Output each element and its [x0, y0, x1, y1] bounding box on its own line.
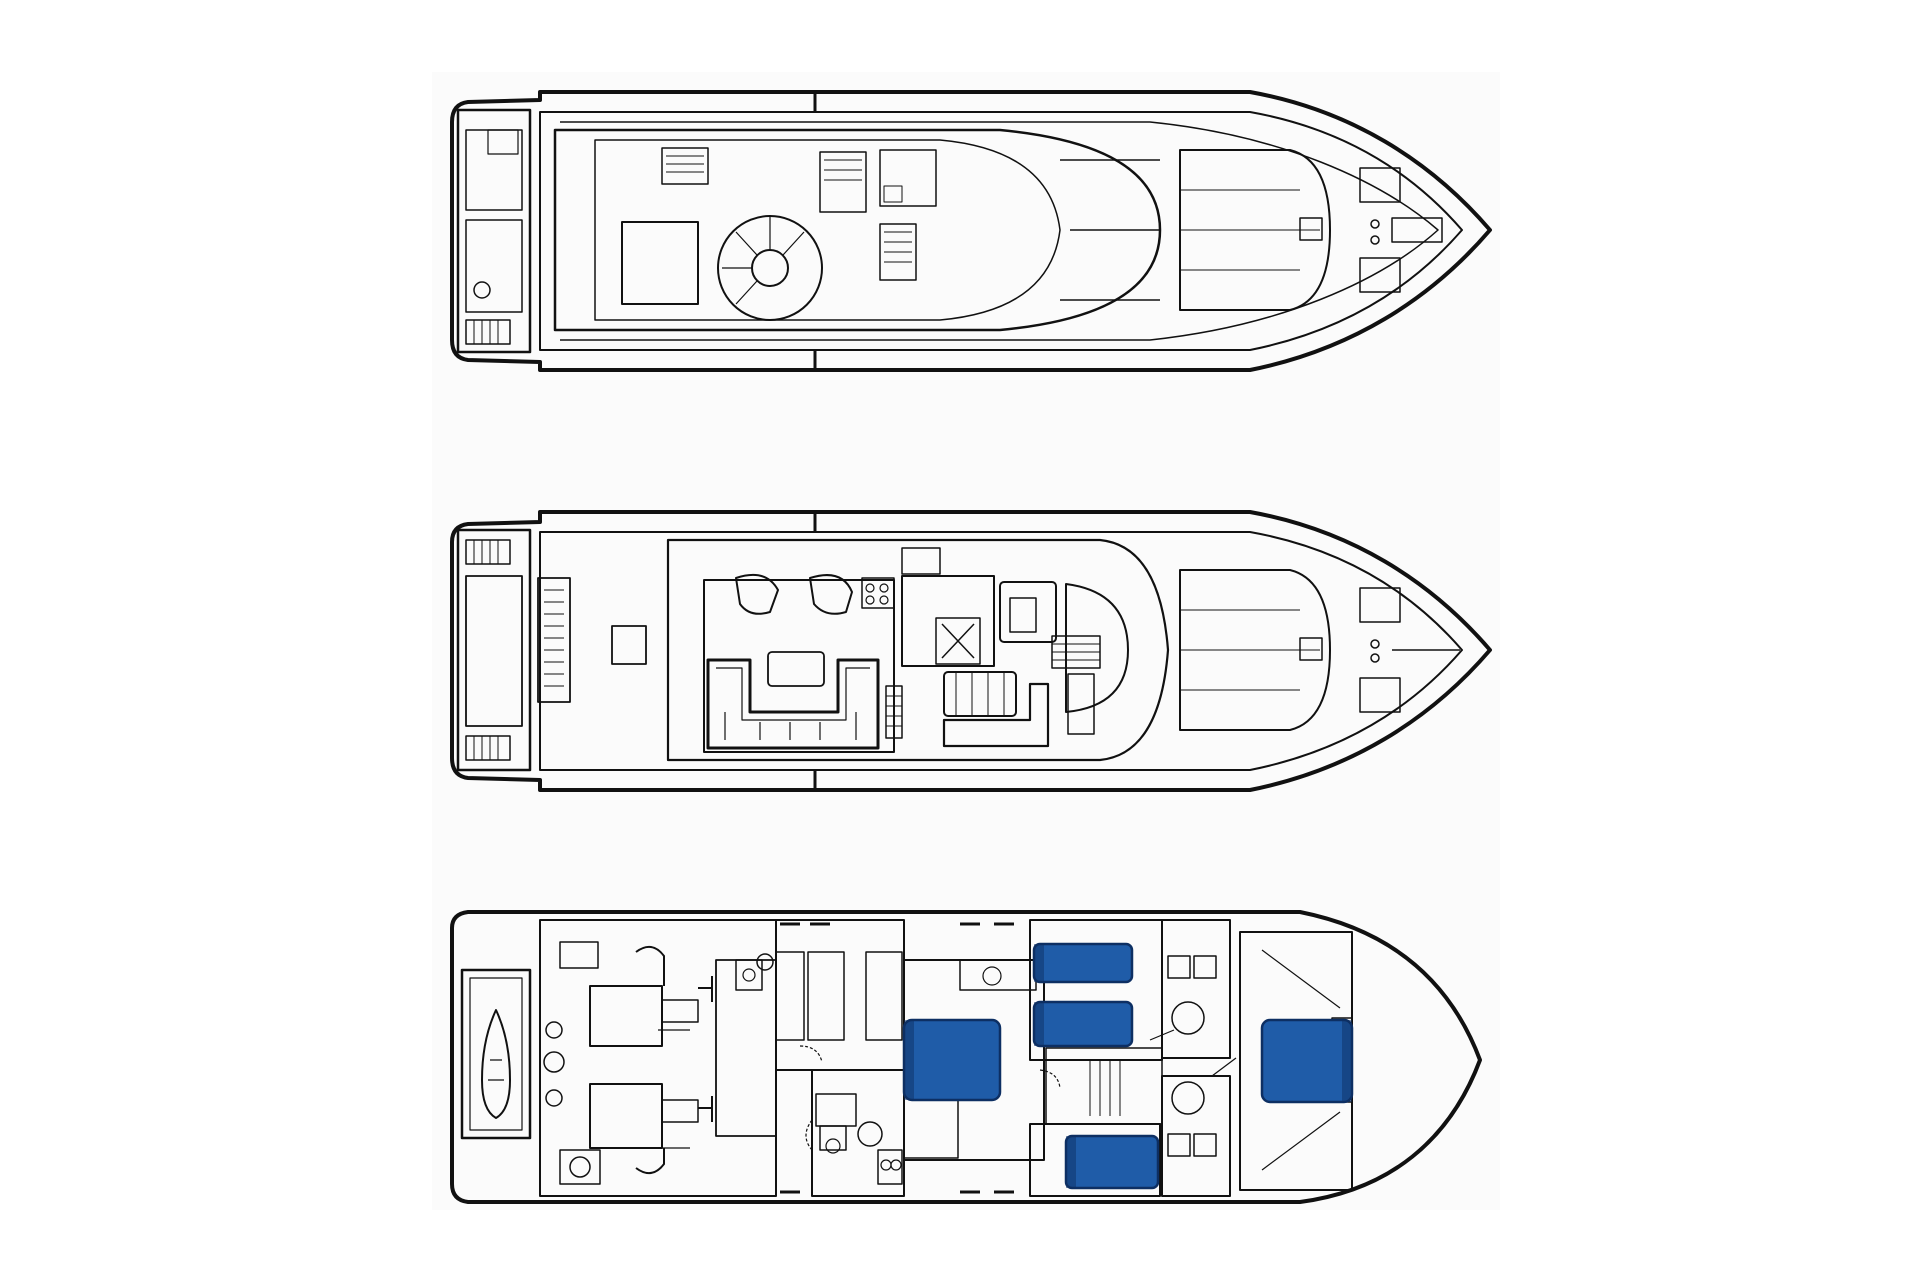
main-deck-u-sofa [706, 658, 880, 750]
main-deck-galley [901, 575, 995, 667]
flybridge-deck-edge [539, 111, 1463, 351]
main-deck-galley-counter [901, 547, 941, 575]
lower-deck-jetski [481, 1009, 511, 1119]
main-deck-side-cabinet [1067, 673, 1095, 735]
flybridge-bow-locker-stbd [1359, 257, 1401, 293]
main-deck-lower-helm-seat [942, 682, 1050, 748]
main-deck-armchair-stbd [809, 574, 853, 615]
main-deck-swim-platform [456, 528, 532, 772]
main-deck-deck-edge [539, 531, 1463, 771]
flybridge-stern-steps [465, 319, 511, 345]
lower-deck-crew-bunk-1 [775, 951, 805, 1041]
master-bed [902, 1018, 1002, 1102]
flybridge-bench-aft [661, 147, 709, 185]
main-deck-helm-console [999, 581, 1057, 643]
upper-bunk-port [1032, 942, 1134, 984]
main-deck-hull-outline [450, 510, 1492, 792]
lower-deck-plan [450, 910, 1482, 1204]
flybridge-swim-platform [456, 108, 532, 354]
flybridge-deck-inner [560, 121, 1439, 341]
flybridge-bow-locker-port [1359, 167, 1401, 203]
main-deck-bow-locker-port [1359, 587, 1401, 623]
main-deck-foredeck-sunpad [1179, 569, 1331, 731]
flybridge-foredeck-sunpad [1179, 149, 1331, 311]
flybridge-bench-fwd [879, 223, 917, 281]
main-deck-dinette-sofa [943, 671, 1017, 717]
main-deck-foredeck-hatch [1299, 637, 1323, 661]
vip-bed [1260, 1018, 1354, 1104]
main-deck-companionway [935, 617, 981, 665]
flybridge-stern-locker [465, 219, 523, 313]
starboard-bunk [1064, 1134, 1160, 1190]
lower-bunk-port [1032, 1000, 1134, 1048]
main-deck-cooktop [861, 577, 895, 609]
lower-deck-crew-bunk-2 [807, 951, 845, 1041]
main-deck-dash [1065, 583, 1129, 713]
flybridge-sunpad [621, 221, 699, 305]
lower-deck-guest-head [1161, 1075, 1231, 1197]
main-deck-plan [450, 510, 1492, 792]
lower-deck-crew-bunk-3 [865, 951, 903, 1041]
main-deck-bow-locker-stbd [1359, 677, 1401, 713]
lower-deck-stbd-cabin [1029, 1123, 1161, 1197]
main-deck-transom-steps [537, 577, 571, 703]
flybridge-anchor-well [1391, 217, 1443, 243]
flybridge-plan [450, 90, 1492, 372]
main-deck-armchair-port [735, 574, 779, 615]
main-deck-superstructure [666, 538, 1170, 762]
flybridge-radar-arch [594, 139, 1061, 321]
lower-deck-tender-garage [460, 968, 532, 1140]
main-deck-stair-down [885, 685, 903, 739]
lower-deck-vip-head [1161, 919, 1231, 1059]
flybridge-lounge [819, 151, 867, 213]
main-deck-helm-seat [1009, 597, 1037, 633]
flybridge-helm-seat [473, 281, 491, 299]
lower-deck-berths [902, 942, 1354, 1190]
main-deck-salon [703, 579, 895, 753]
flybridge-stern-grill [487, 129, 519, 155]
flybridge-foredeck-hatch [1299, 217, 1323, 241]
main-deck-tender-garage-hatch [465, 575, 523, 727]
flybridge-windscreen [1060, 159, 1160, 301]
flybridge-hull-outline [450, 90, 1492, 372]
lower-deck-hull-outline [450, 910, 1482, 1204]
main-deck-cockpit-hatch [611, 625, 647, 665]
flybridge-console [879, 149, 937, 207]
lower-deck-vip-cabin [1239, 931, 1353, 1191]
main-deck-coffee-table [767, 651, 825, 687]
